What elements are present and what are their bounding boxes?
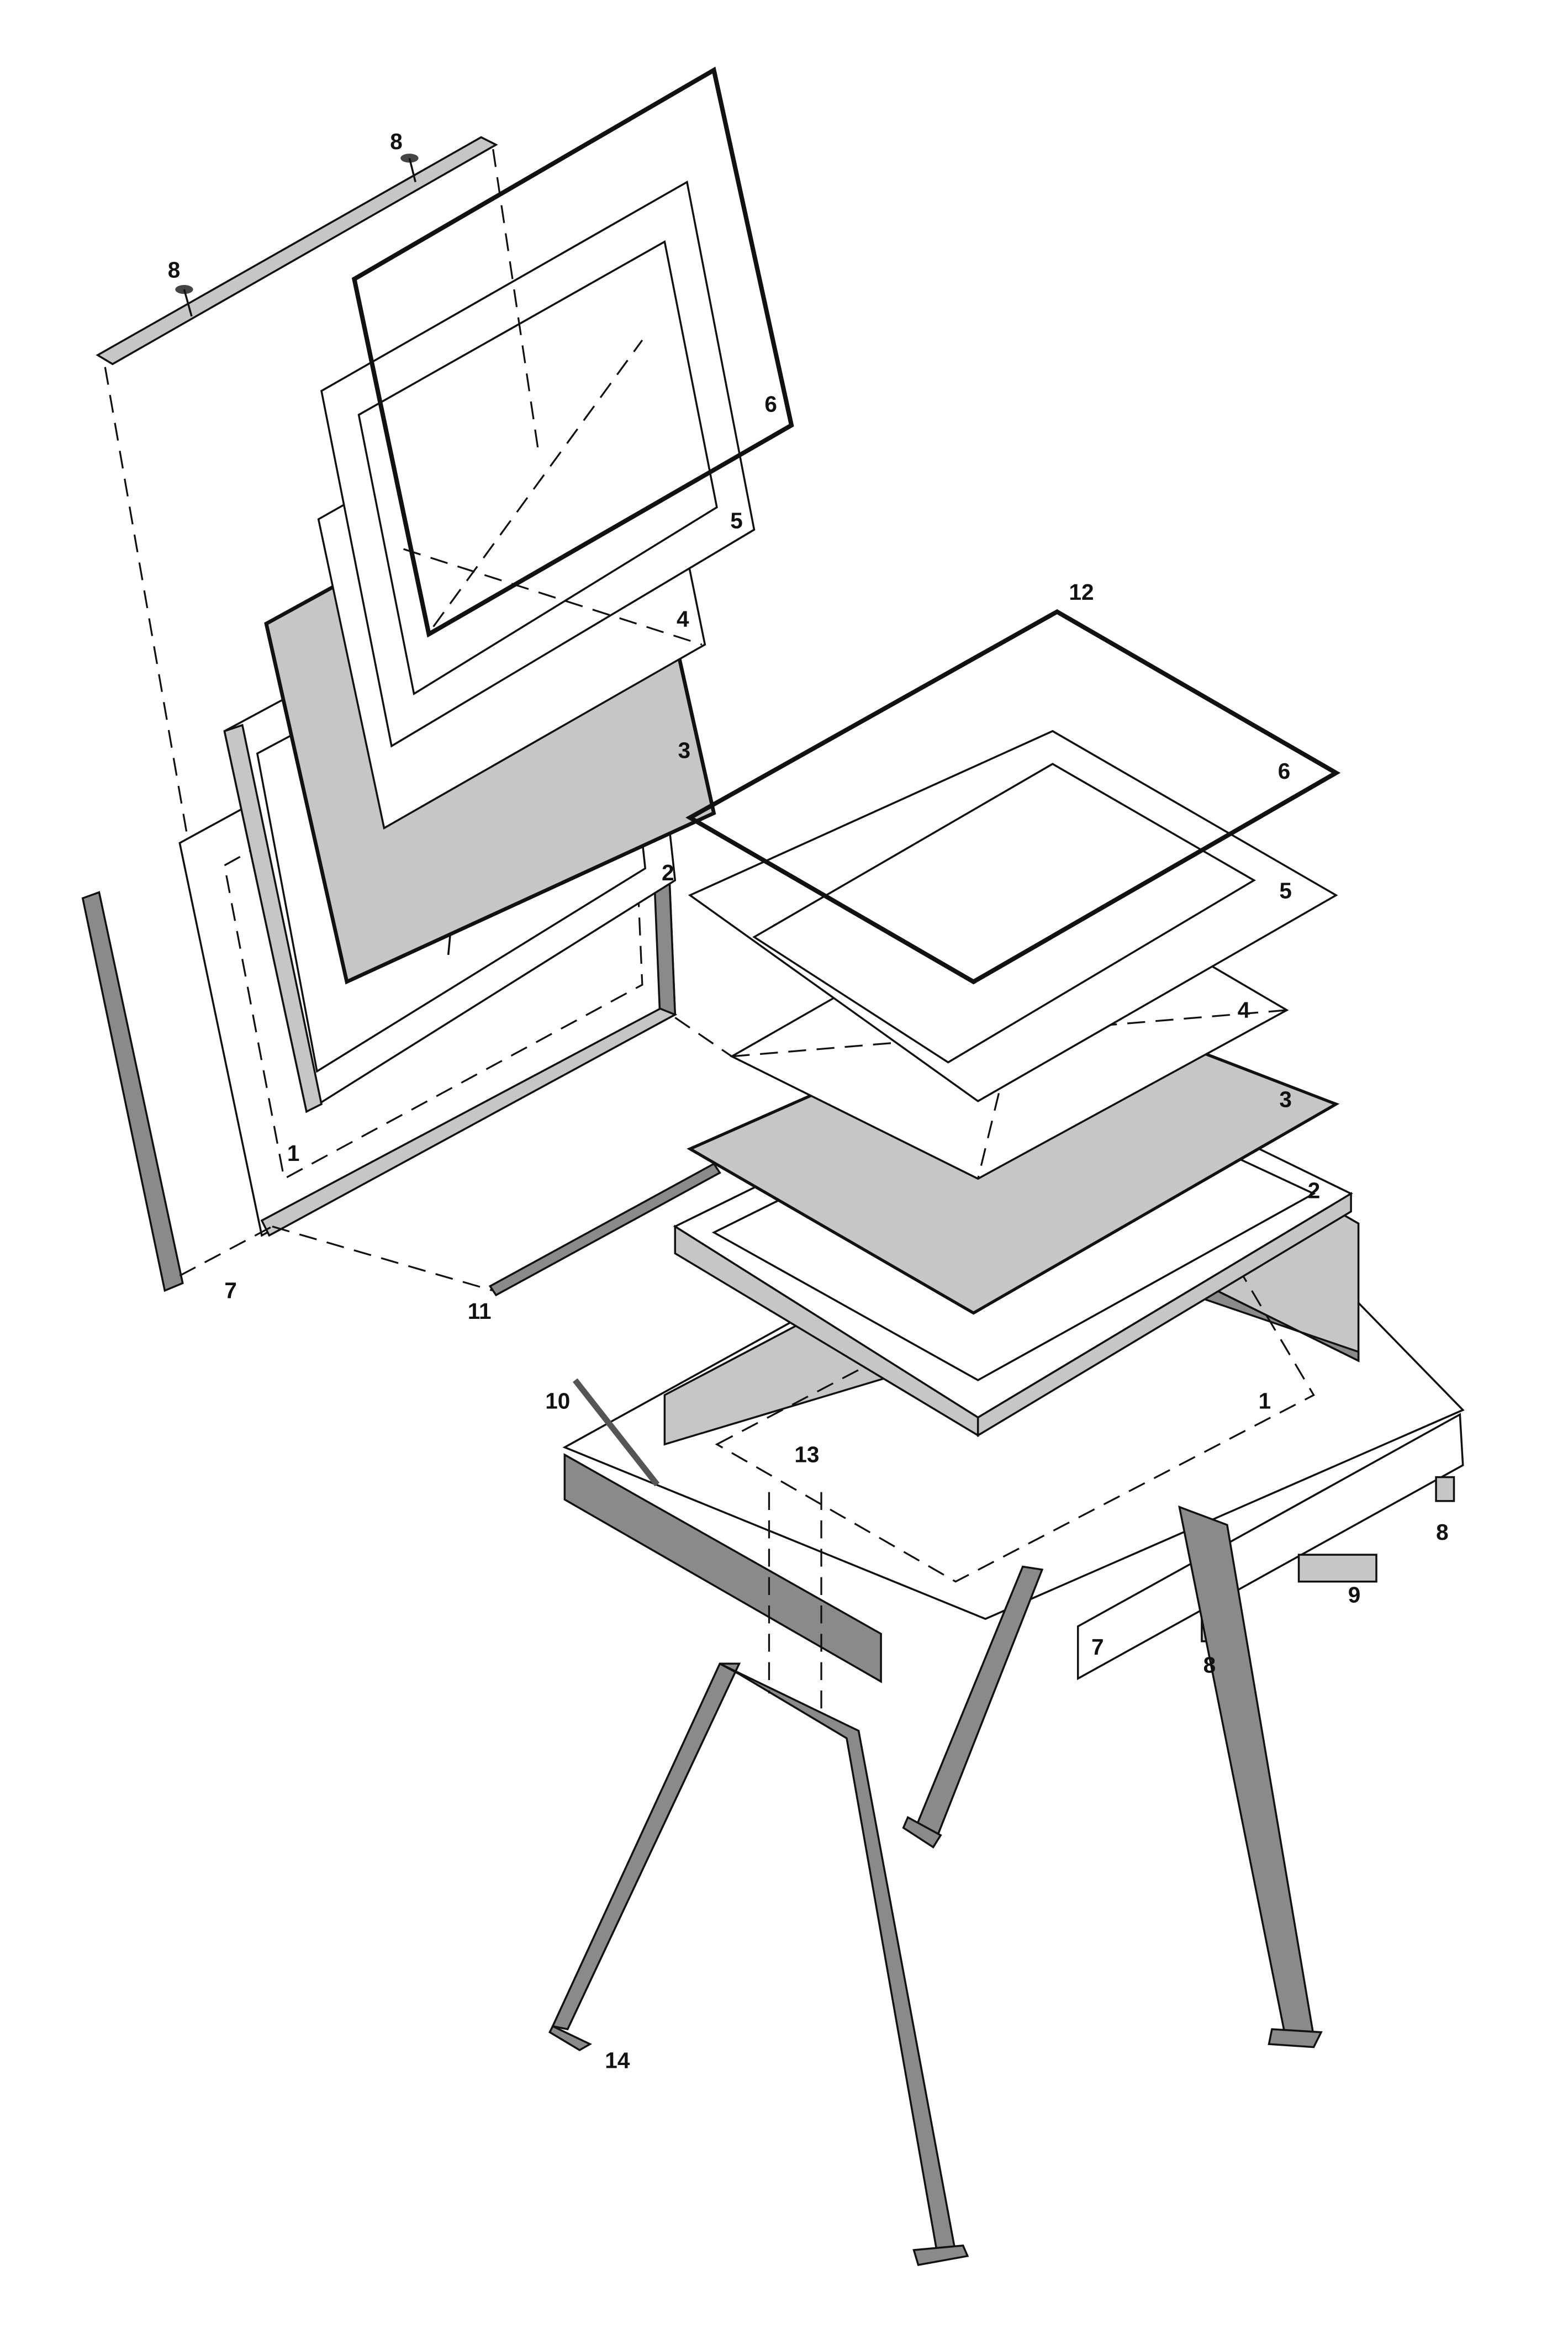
label-table-backing: 3 (1279, 1087, 1292, 1112)
label-upright-sheet: 4 (677, 606, 689, 632)
hinge-part-11 (488, 1162, 721, 1297)
label-front-bar: 7 (1091, 1634, 1104, 1660)
pin-icon (175, 154, 419, 317)
label-upright-side-bar: 7 (224, 1277, 237, 1303)
label-upright-glass: 6 (764, 392, 777, 417)
label-table-frame: 2 (1308, 1177, 1321, 1203)
upright-side-bar-part-7 (81, 891, 184, 1292)
label-upright-box: 1 (287, 1140, 300, 1166)
label-latch-right: 8 (1436, 1519, 1449, 1545)
label-hinge: 11 (468, 1298, 492, 1324)
label-upright-pin-left: 8 (168, 257, 181, 282)
label-leg-mount: 13 (794, 1442, 819, 1467)
label-table-mat: 5 (1279, 878, 1292, 903)
legs-part-14 (548, 1492, 1323, 2267)
label-stay-rod: 10 (545, 1388, 570, 1413)
stay-rod-part-10 (573, 1378, 660, 1487)
table-mat-part-5 (688, 730, 1338, 1102)
label-upright-backing: 3 (678, 737, 691, 763)
label-glass-corner: 12 (1069, 579, 1094, 605)
label-upright-mat: 5 (730, 508, 743, 533)
label-table-glass: 6 (1278, 758, 1291, 784)
upright-mat-part-5 (320, 180, 756, 748)
table-glass-part-6 (685, 609, 1341, 985)
upright-glass-part-6 (351, 66, 794, 638)
label-table-box: 1 (1259, 1388, 1271, 1413)
label-latch-center: 9 (1348, 1582, 1361, 1608)
label-legs: 14 (605, 2047, 630, 2073)
label-upright-frame: 2 (662, 860, 674, 885)
label-upright-pin-right: 8 (390, 129, 403, 154)
label-latch-front: 8 (1203, 1652, 1216, 1677)
front-bar-part-7 (1076, 1413, 1464, 1681)
label-table-sheet: 4 (1238, 997, 1250, 1022)
upright-top-bar (96, 136, 539, 836)
